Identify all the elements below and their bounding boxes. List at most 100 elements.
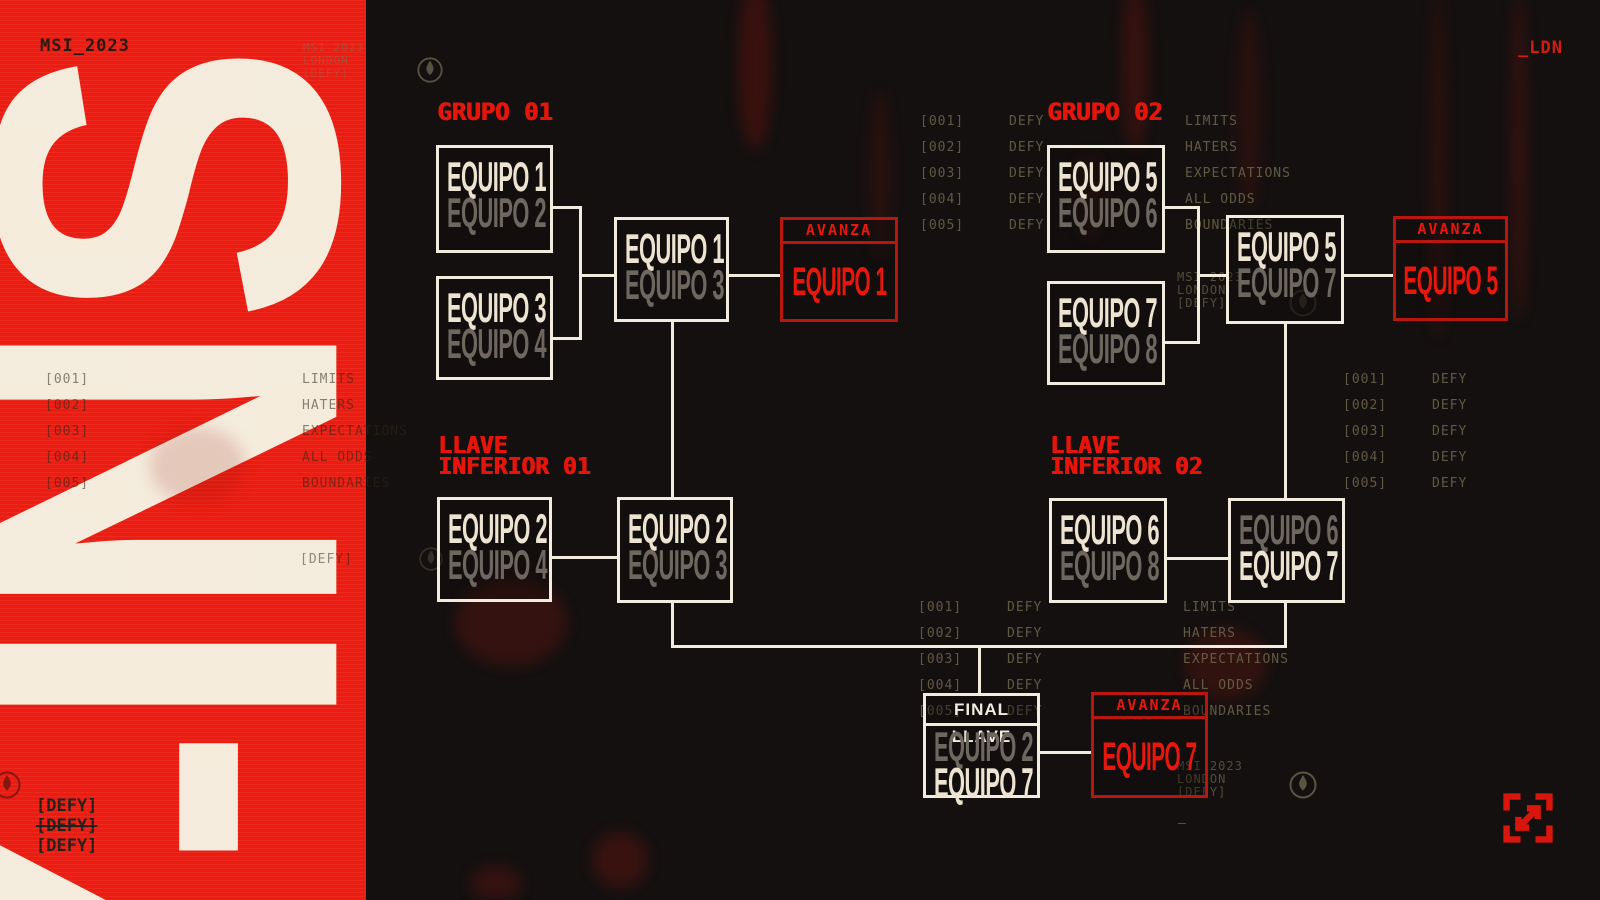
match-box-llave02-decider: EQUIPO 6 EQUIPO 7 bbox=[1228, 498, 1345, 603]
avanza-box-grupo01: AVANZA EQUIPO 1 bbox=[780, 217, 898, 322]
bracket-line bbox=[978, 645, 981, 693]
title-line: INFERIOR 01 bbox=[438, 454, 591, 480]
avanza-label: AVANZA bbox=[783, 220, 895, 244]
grunge-streak bbox=[1430, 0, 1446, 340]
grunge-streak bbox=[1122, 0, 1148, 150]
city-tag: _LDN bbox=[1518, 38, 1563, 58]
grupo02-title: GRUPO 02 bbox=[1047, 98, 1163, 126]
defy-verb: DEFY bbox=[1009, 166, 1045, 181]
bracket-line bbox=[729, 274, 780, 277]
defy-index: [001] bbox=[45, 372, 90, 387]
watermark-line: LONDON bbox=[1177, 283, 1227, 297]
team-name-loser: EQUIPO 8 bbox=[1058, 325, 1158, 372]
defy-index: [004] bbox=[45, 450, 90, 465]
defy-word: HATERS bbox=[1185, 140, 1238, 155]
match-box-grupo02-m2: EQUIPO 7 EQUIPO 8 bbox=[1047, 281, 1165, 385]
defy-index: [005] bbox=[45, 476, 90, 491]
expand-icon[interactable] bbox=[1498, 788, 1558, 848]
match-box-llave02-m1: EQUIPO 6 EQUIPO 8 bbox=[1049, 498, 1167, 603]
match-box-grupo01-decider: EQUIPO 1 EQUIPO 3 bbox=[614, 217, 729, 322]
watermark-line: MSI 2023 bbox=[1177, 759, 1243, 773]
team-name-loser: EQUIPO 4 bbox=[447, 320, 547, 367]
defy-word: ALL ODDS bbox=[1185, 192, 1256, 207]
grunge-streak bbox=[1236, 10, 1262, 210]
bracket-line bbox=[1167, 557, 1228, 560]
team-name-loser: EQUIPO 3 bbox=[628, 541, 728, 588]
defy-index: [002] bbox=[918, 626, 963, 641]
defy-tag: [DEFY] bbox=[36, 836, 98, 856]
avanza-label: AVANZA bbox=[1094, 695, 1205, 719]
defy-word: BOUNDARIES bbox=[1183, 704, 1272, 719]
defy-index: [003] bbox=[45, 424, 90, 439]
team-name-winner: EQUIPO 7 bbox=[934, 759, 1034, 806]
sidebar-corner-watermark: MSI 2023 LONDON [DEFY] bbox=[303, 41, 364, 80]
defy-verb: DEFY bbox=[1007, 600, 1043, 615]
msi-london-watermark: MSI 2023 LONDON [DEFY] bbox=[1177, 760, 1243, 799]
avanza-box-grupo02: AVANZA EQUIPO 5 bbox=[1393, 216, 1508, 321]
bracket-line bbox=[1040, 751, 1091, 754]
grunge-streak bbox=[1075, 150, 1105, 240]
defy-index: [005] bbox=[918, 704, 963, 719]
watermark-line: [DEFY] bbox=[1177, 296, 1227, 310]
watermark-line: [DEFY] bbox=[303, 67, 349, 80]
team-name-loser: EQUIPO 7 bbox=[1237, 259, 1337, 306]
final-llave-title: FINAL LLAVE bbox=[926, 696, 1037, 746]
defy-index: [002] bbox=[45, 398, 90, 413]
bracket-line bbox=[579, 206, 582, 340]
defy-verb: DEFY bbox=[1007, 626, 1043, 641]
watermark-line: MSI 2023 bbox=[1177, 270, 1243, 284]
bracket-line bbox=[582, 274, 614, 277]
msi-crest-icon bbox=[0, 771, 21, 799]
match-box-llave01-decider: EQUIPO 2 EQUIPO 3 bbox=[617, 497, 733, 603]
defy-verb: DEFY bbox=[1432, 424, 1468, 439]
defy-index: [001] bbox=[920, 114, 965, 129]
defy-tag: [DEFY] bbox=[36, 796, 98, 816]
defy-index: [003] bbox=[918, 652, 963, 667]
grunge-splatter bbox=[592, 832, 648, 888]
bracket-line bbox=[552, 556, 617, 559]
title-line: LLAVE bbox=[438, 433, 508, 459]
defy-tag-struck: [DEFY] bbox=[36, 816, 98, 836]
bracket-line bbox=[671, 322, 674, 497]
defy-word: EXPECTATIONS bbox=[302, 424, 408, 439]
defy-index: [001] bbox=[1343, 372, 1388, 387]
defy-tail: [DEFY] bbox=[300, 552, 353, 567]
defy-verb: DEFY bbox=[1432, 450, 1468, 465]
bracket-line bbox=[671, 603, 674, 648]
team-name-loser: EQUIPO 2 bbox=[447, 189, 547, 236]
match-box-grupo01-m1: EQUIPO 1 EQUIPO 2 bbox=[436, 145, 553, 253]
defy-word: BOUNDARIES bbox=[302, 476, 391, 491]
match-box-grupo02-decider: EQUIPO 5 EQUIPO 7 bbox=[1226, 215, 1344, 324]
team-name-loser: EQUIPO 3 bbox=[625, 261, 725, 308]
defy-verb: DEFY bbox=[1432, 372, 1468, 387]
msi-crest-icon bbox=[1289, 289, 1317, 317]
defy-verb: DEFY bbox=[1432, 398, 1468, 413]
defy-word: EXPECTATIONS bbox=[1185, 166, 1291, 181]
match-box-grupo01-m2: EQUIPO 3 EQUIPO 4 bbox=[436, 276, 553, 380]
defy-index: [002] bbox=[920, 140, 965, 155]
match-box-llave01-m1: EQUIPO 2 EQUIPO 4 bbox=[437, 497, 552, 602]
bracket-line bbox=[1197, 206, 1200, 344]
msi-crest-icon bbox=[417, 57, 443, 83]
advancing-team: EQUIPO 1 bbox=[791, 259, 887, 304]
defy-index: [003] bbox=[920, 166, 965, 181]
defy-verb: DEFY bbox=[1009, 140, 1045, 155]
defy-word: LIMITS bbox=[1183, 600, 1236, 615]
llave02-title: LLAVE INFERIOR 02 bbox=[1050, 435, 1202, 479]
grunge-splatter bbox=[1185, 628, 1267, 700]
llave01-title: LLAVE INFERIOR 01 bbox=[438, 433, 591, 480]
avanza-box-final: AVANZA EQUIPO 7 bbox=[1091, 692, 1208, 798]
watermark-line: LONDON bbox=[1177, 772, 1227, 786]
defy-verb: DEFY bbox=[1007, 652, 1043, 667]
grunge-speckle bbox=[150, 428, 245, 503]
defy-word: EXPECTATIONS bbox=[1183, 652, 1289, 667]
defy-index: [005] bbox=[1343, 476, 1388, 491]
watermark-line: LONDON bbox=[303, 54, 349, 67]
grunge-streak bbox=[738, 0, 772, 150]
dash-mark: — bbox=[1178, 816, 1186, 831]
defy-word: LIMITS bbox=[1185, 114, 1238, 129]
grupo01-title: GRUPO 01 bbox=[437, 98, 553, 126]
event-tag: MSI_2023 bbox=[40, 36, 130, 56]
bracket-line bbox=[1200, 274, 1226, 277]
